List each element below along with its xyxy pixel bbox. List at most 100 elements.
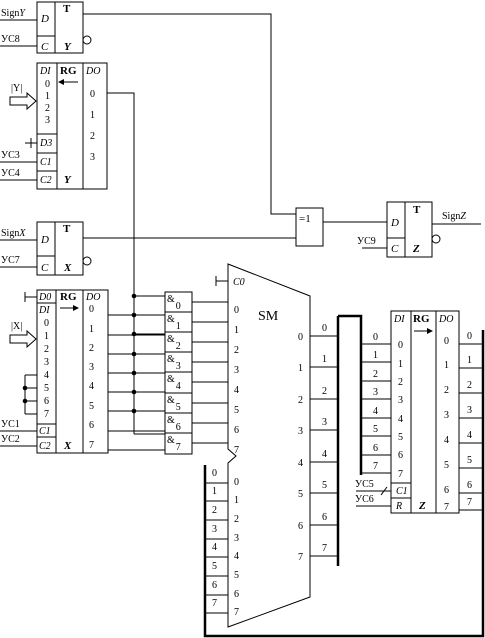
trigger-x-pin-d: D <box>40 234 49 246</box>
reg-x-in-bit: 7 <box>44 409 49 420</box>
trigger-y-inverse-output <box>82 35 92 45</box>
adder-out-bit: 5 <box>298 489 303 500</box>
adder-out-bit: 3 <box>298 426 303 437</box>
adder-a-bit: 3 <box>234 365 239 376</box>
reg-z-input-bus: 0 1 2 3 4 5 6 7 <box>361 332 391 474</box>
reg-x-pin-c1: C1 <box>39 426 51 437</box>
reg-z-input-bus-bit: 0 <box>373 332 378 343</box>
reg-y-input-bus-arrow <box>9 91 37 111</box>
sm-b-bus-bit: 5 <box>212 561 217 572</box>
reg-z-pin-di: DI <box>393 314 405 325</box>
reg-z-out-bit: 5 <box>444 460 449 471</box>
reg-z-input-bus-bit: 2 <box>373 369 378 380</box>
reg-y-title: RG <box>60 65 77 77</box>
adder-b-bit: 1 <box>234 495 239 506</box>
adder-output-bus-bit: 7 <box>322 543 327 554</box>
reg-y-in-bit: 0 <box>45 79 50 90</box>
and-control-bus <box>131 293 165 435</box>
trigger-x-type: T <box>63 223 71 235</box>
xor-gate: =1 <box>295 207 387 247</box>
reg-z-c1-label: УС5 <box>355 479 374 490</box>
reg-y-in-bit: 1 <box>45 91 50 102</box>
adder-b-bit: 3 <box>234 533 239 544</box>
and-gate-4: &4 <box>167 374 181 392</box>
reg-x-in-bit: 1 <box>44 331 49 342</box>
sm-b-bus-bit: 6 <box>212 580 217 591</box>
adder-a-bit: 1 <box>234 325 239 336</box>
reg-x-c1-label: УС1 <box>1 419 20 430</box>
reg-y-out-bit: 3 <box>90 152 95 163</box>
sm-b-bus-bit: 7 <box>212 598 217 609</box>
and-gate-2: &2 <box>167 334 181 352</box>
adder-out-bit: 6 <box>298 521 303 532</box>
reg-z-in-bit: 6 <box>398 450 403 461</box>
reg-z-in-bit: 7 <box>398 469 403 480</box>
reg-z-out-bit: 0 <box>444 336 449 347</box>
trigger-z-pin-c: C <box>391 243 399 255</box>
reg-z-input-bus-bit: 7 <box>373 461 378 472</box>
adder-out-bit: 0 <box>298 332 303 343</box>
reg-z-in-bit: 0 <box>398 340 403 351</box>
reg-x-title: RG <box>60 291 77 303</box>
adder-output-bus-bit: 4 <box>322 449 327 460</box>
reg-z-input-bus-bit: 5 <box>373 424 378 435</box>
reg-z-in-bit: 2 <box>398 377 403 388</box>
reg-x-in-bit: 2 <box>44 344 49 355</box>
reg-z-pin-do: DO <box>438 314 453 325</box>
reg-x-out-bit: 6 <box>89 420 94 431</box>
adder-a-bit: 5 <box>234 405 239 416</box>
trigger-z-sign-output-label: SignZ <box>442 211 466 222</box>
reg-z-in-bit: 5 <box>398 432 403 443</box>
adder-output-bus-bit: 2 <box>322 386 327 397</box>
reg-z-pin-c1: C1 <box>396 486 408 497</box>
trigger-y: D C T Y SignY УС8 <box>0 1 296 215</box>
sm-b-bus-bit: 2 <box>212 505 217 516</box>
register-x: D0 DI RG DO 0 1 2 3 4 5 6 7 C1 C2 X 0 1 … <box>0 289 109 454</box>
reg-x-input-bus-label: |X| <box>11 321 22 332</box>
reg-z-pin-r: R <box>395 501 402 512</box>
reg-z-r-label: УС6 <box>355 494 374 505</box>
reg-z-out-bit: 4 <box>444 435 449 446</box>
sm-b-bus-bit: 1 <box>212 486 217 497</box>
reg-z-output-bus: 0 1 2 3 4 5 6 7 <box>459 331 483 511</box>
and-gate-0: &0 <box>167 294 181 312</box>
reg-x-out-bit: 2 <box>89 343 94 354</box>
and-gate-5: &5 <box>167 395 181 413</box>
reg-x-c2-label: УС2 <box>1 434 20 445</box>
reg-z-output-bus-bit: 3 <box>467 405 472 416</box>
sm-b-input-bus: 0 1 2 3 4 5 6 7 <box>203 330 485 638</box>
trigger-z-inverse-output <box>431 234 441 244</box>
reg-z-out-bit: 2 <box>444 385 449 396</box>
adder-b-bit: 6 <box>234 589 239 600</box>
trigger-y-sign-label: SignY <box>1 8 26 19</box>
reg-y-pin-c2: C2 <box>40 175 52 186</box>
reg-z-input-bus-bit: 6 <box>373 443 378 454</box>
reg-z-output-bus-bit: 0 <box>467 331 472 342</box>
reg-z-out-bit: 3 <box>444 410 449 421</box>
reg-y-pin-do: DO <box>85 66 100 77</box>
and-gate-7: &7 <box>167 435 181 453</box>
trigger-x-pin-c: C <box>41 262 49 274</box>
reg-y-in-bit: 3 <box>45 115 50 126</box>
adder-output-bus-bit: 0 <box>322 323 327 334</box>
trigger-y-pin-c: C <box>41 41 49 53</box>
reg-y-name: Y <box>64 174 72 186</box>
trigger-y-type: T <box>63 3 71 15</box>
reg-z-output-bus-bit: 1 <box>467 355 472 366</box>
adder-output-bus-bit: 5 <box>322 480 327 491</box>
reg-y-out-bit: 1 <box>90 110 95 121</box>
adder-sm: SM C0 0 1 2 3 4 5 6 7 0 1 2 3 4 5 6 7 0 … <box>215 263 311 628</box>
sm-b-bus-bit: 3 <box>212 524 217 535</box>
trigger-z-clock-label: УС9 <box>357 236 376 247</box>
trigger-y-name: Y <box>64 41 72 53</box>
reg-x-name: X <box>63 440 72 452</box>
trigger-x-inverse-output <box>82 256 92 266</box>
reg-z-input-bus-bit: 1 <box>373 350 378 361</box>
and-gate-1: &1 <box>167 314 181 332</box>
reg-y-out-bit: 2 <box>90 131 95 142</box>
adder-b-bit: 0 <box>234 477 239 488</box>
reg-y-input-bus-label: |Y| <box>11 83 22 94</box>
adder-output-bus: 0 1 2 3 4 5 6 7 <box>310 314 363 566</box>
reg-x-out-bit: 3 <box>89 362 94 373</box>
reg-x-input-bus-arrow <box>9 329 37 349</box>
